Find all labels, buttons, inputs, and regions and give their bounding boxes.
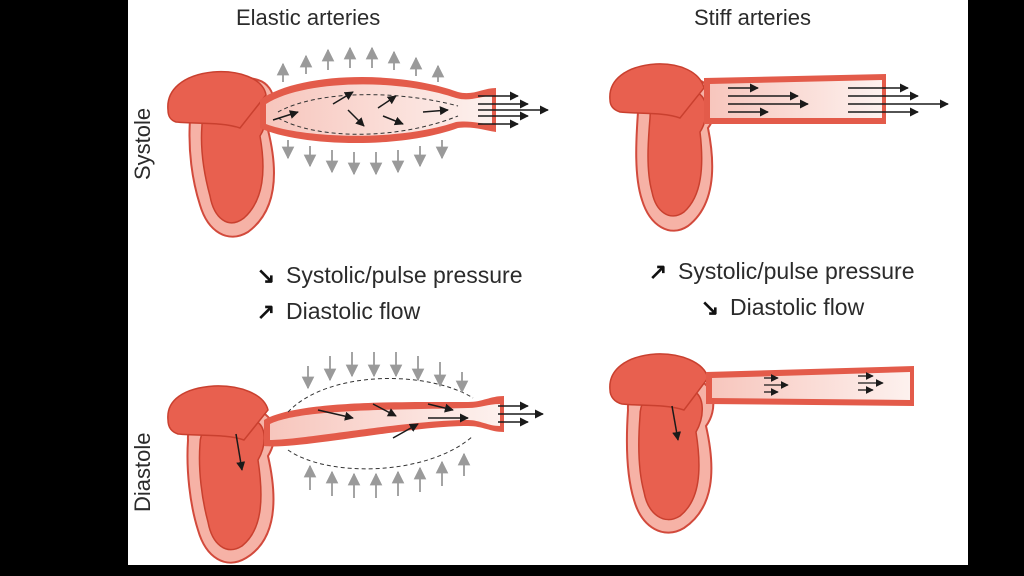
heart-stiff-diastole (609, 353, 715, 534)
effect-elastic-diastolic: ↗ Diastolic flow (256, 298, 420, 325)
diagram-artwork (167, 46, 949, 564)
title-stiff-arteries: Stiff arteries (694, 5, 811, 30)
effect-label: Systolic/pulse pressure (286, 262, 523, 288)
vessel-elastic-diastole (264, 352, 544, 498)
vessel-stiff-diastole (706, 366, 914, 406)
arrow-up-icon: ↗ (256, 298, 276, 324)
arrow-up-icon: ↗ (648, 258, 668, 284)
effect-label: Diastolic flow (286, 298, 421, 324)
effect-label: Diastolic flow (730, 294, 865, 320)
heart-stiff-systole (609, 63, 717, 232)
arrow-down-icon: ↘ (256, 262, 276, 288)
vessel-elastic-systole (260, 46, 549, 176)
heart-elastic-diastole (167, 385, 276, 564)
heart-elastic-systole (167, 70, 276, 238)
effect-elastic-systolic: ↘ Systolic/pulse pressure (256, 262, 523, 289)
title-elastic-arteries: Elastic arteries (236, 5, 381, 30)
effect-stiff-systolic: ↗ Systolic/pulse pressure (648, 258, 915, 285)
vessel-stiff-systole (704, 74, 949, 124)
arrow-down-icon: ↘ (700, 294, 720, 320)
effect-stiff-diastolic: ↘ Diastolic flow (700, 294, 864, 321)
effect-label: Systolic/pulse pressure (678, 258, 915, 284)
diagram-panel: Elastic arteries Stiff arteries Systole … (128, 0, 968, 565)
